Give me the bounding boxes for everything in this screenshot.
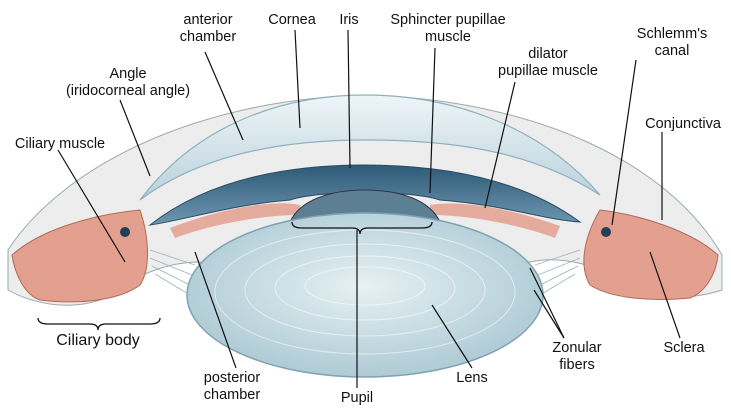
label-cornea: Cornea	[268, 12, 316, 29]
label-angle: Angle(iridocorneal angle)	[66, 66, 190, 100]
schlemm-canal-left	[120, 227, 130, 237]
label-iris: Iris	[339, 12, 358, 29]
label-sclera: Sclera	[663, 340, 704, 357]
label-conjunctiva: Conjunctiva	[645, 116, 721, 133]
label-ciliary-muscle: Ciliary muscle	[15, 136, 105, 153]
label-pupil: Pupil	[341, 390, 373, 407]
lens-shape	[187, 213, 543, 377]
label-lens: Lens	[456, 370, 487, 387]
label-ciliary-body: Ciliary body	[56, 332, 140, 349]
schlemm-canal-right	[601, 227, 611, 237]
ciliary-body-brace	[38, 318, 160, 330]
